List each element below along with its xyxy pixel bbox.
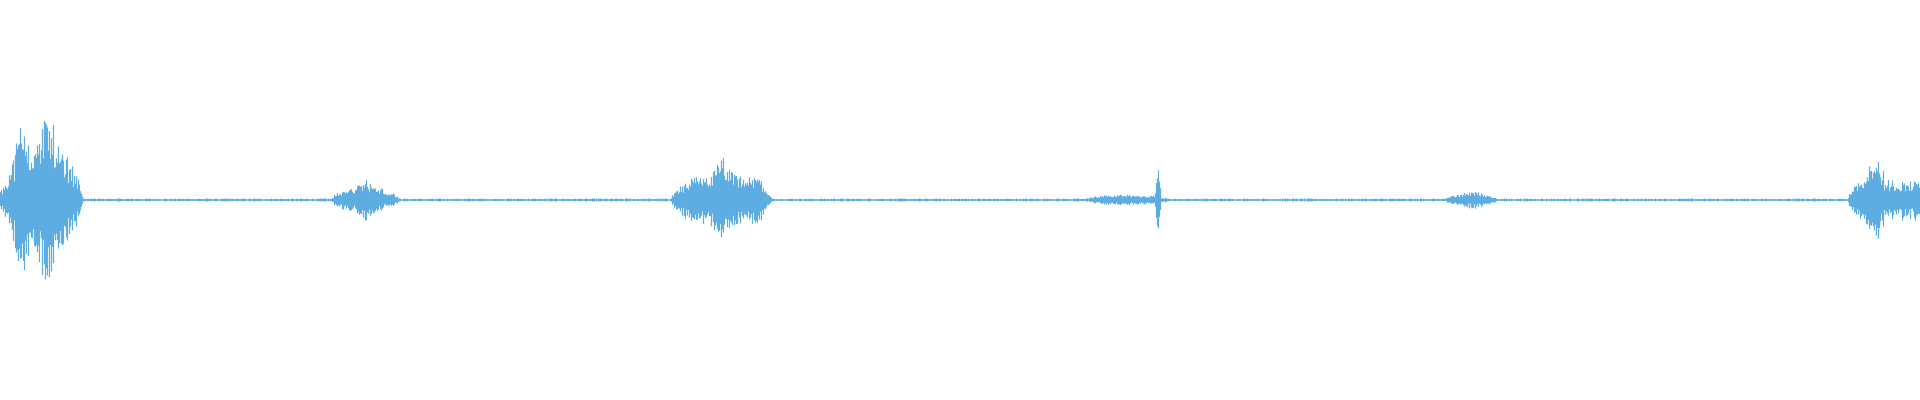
waveform-burst-4 <box>1082 170 1173 229</box>
waveform-burst-1 <box>0 120 84 280</box>
waveform-burst-6 <box>1847 161 1920 239</box>
waveform-burst-3 <box>670 158 773 238</box>
waveform-noise-floor <box>0 198 1920 202</box>
waveform-burst-2 <box>330 179 401 221</box>
waveform-burst-5 <box>1443 191 1499 209</box>
